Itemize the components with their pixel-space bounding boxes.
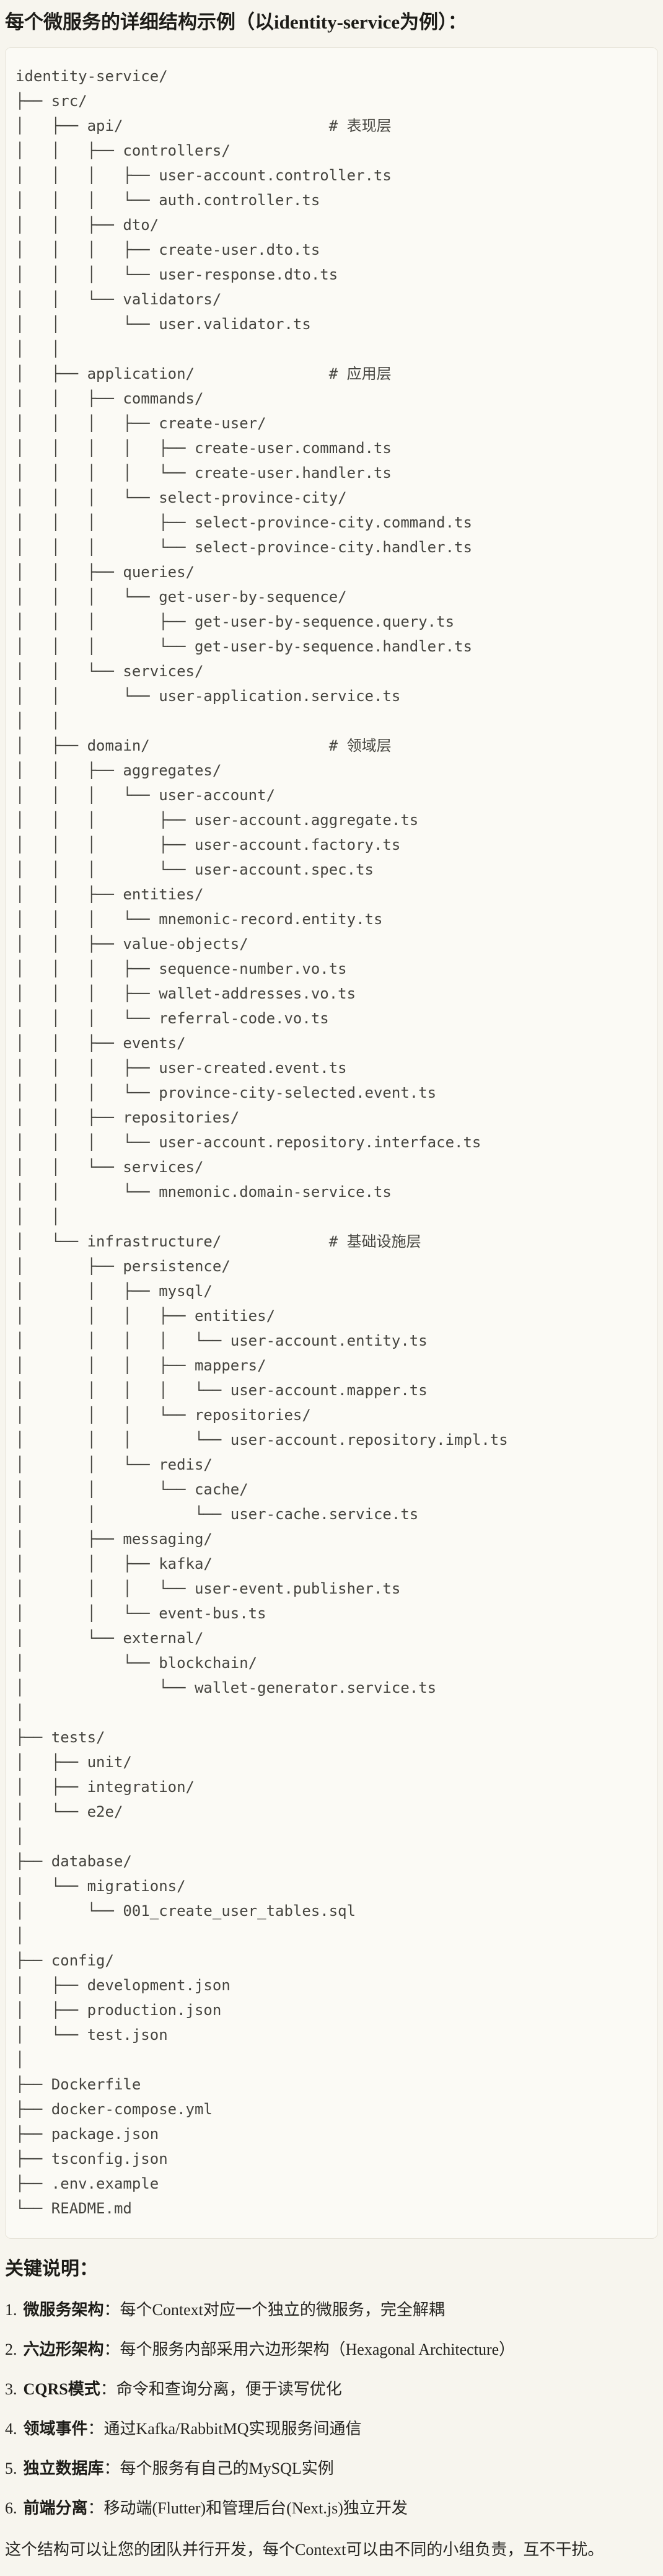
note-number: 6. bbox=[5, 2499, 17, 2517]
note-item-microservices: 1. 微服务架构：每个Context对应一个独立的微服务，完全解耦 bbox=[5, 2300, 658, 2321]
note-label: 六边形架构 bbox=[23, 2340, 104, 2358]
note-text: 命令和查询分离，便于读写优化 bbox=[116, 2380, 342, 2398]
note-label: 独立数据库 bbox=[23, 2459, 104, 2477]
directory-tree-code-block: identity-service/ ├── src/ │ ├── api/ # … bbox=[5, 47, 658, 2239]
note-text: 每个服务内部采用六边形架构（Hexagonal Architecture） bbox=[120, 2340, 516, 2358]
note-label: 微服务架构 bbox=[23, 2301, 104, 2319]
note-number: 4. bbox=[5, 2420, 17, 2438]
note-number: 1. bbox=[5, 2301, 17, 2319]
directory-tree: identity-service/ ├── src/ │ ├── api/ # … bbox=[15, 68, 508, 2217]
note-item-frontend-separation: 6. 前端分离：移动端(Flutter)和管理后台(Next.js)独立开发 bbox=[5, 2498, 658, 2519]
note-label: 领域事件 bbox=[23, 2420, 88, 2438]
notes-heading: 关键说明： bbox=[5, 2259, 98, 2279]
note-text: 移动端(Flutter)和管理后台(Next.js)独立开发 bbox=[103, 2499, 408, 2517]
note-item-hexagonal: 2. 六边形架构：每个服务内部采用六边形架构（Hexagonal Architec… bbox=[5, 2339, 658, 2360]
note-text: 每个服务有自己的MySQL实例 bbox=[120, 2459, 334, 2477]
note-separator: ： bbox=[87, 2499, 104, 2517]
note-text: 通过Kafka/RabbitMQ实现服务间通信 bbox=[103, 2420, 362, 2438]
note-label: CQRS模式 bbox=[23, 2380, 100, 2398]
note-number: 3. bbox=[5, 2380, 17, 2398]
note-label: 前端分离 bbox=[23, 2499, 88, 2517]
note-separator: ： bbox=[103, 2301, 120, 2319]
notes-list: 1.微服务架构：每个Context对应一个独立的微服务，完全解耦 2.六边形架构… bbox=[5, 2300, 658, 2519]
note-number: 5. bbox=[5, 2459, 17, 2477]
page-title: 每个微服务的详细结构示例（以identity-service为例）： bbox=[5, 11, 467, 33]
note-separator: ： bbox=[100, 2380, 116, 2398]
note-number: 2. bbox=[5, 2340, 17, 2358]
note-text: 每个Context对应一个独立的微服务，完全解耦 bbox=[120, 2301, 445, 2319]
note-separator: ： bbox=[103, 2340, 120, 2358]
note-separator: ： bbox=[103, 2459, 120, 2477]
note-item-cqrs: 3. CQRS模式：命令和查询分离，便于读写优化 bbox=[5, 2379, 658, 2400]
closing-paragraph: 这个结构可以让您的团队并行开发，每个Context可以由不同的小组负责，互不干扰… bbox=[5, 2541, 604, 2559]
note-item-domain-events: 4. 领域事件：通过Kafka/RabbitMQ实现服务间通信 bbox=[5, 2419, 658, 2440]
note-separator: ： bbox=[87, 2420, 104, 2438]
note-item-independent-db: 5. 独立数据库：每个服务有自己的MySQL实例 bbox=[5, 2458, 658, 2479]
